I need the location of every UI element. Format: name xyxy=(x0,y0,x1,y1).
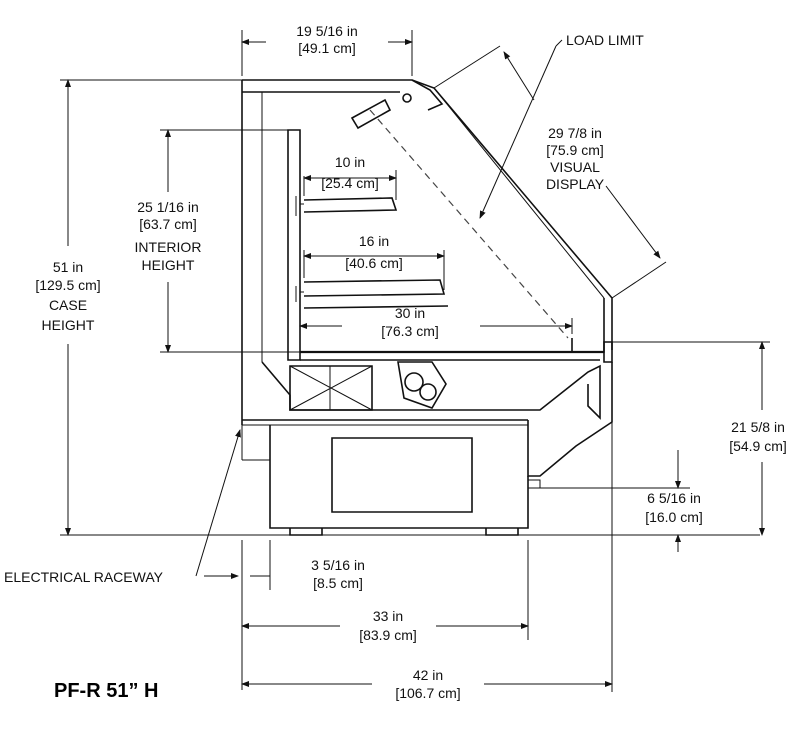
overall-depth-metric: [106.7 cm] xyxy=(395,685,460,701)
dim-case-height xyxy=(60,79,760,536)
case-height-metric: [129.5 cm] xyxy=(35,277,100,293)
overall-depth-imperial: 42 in xyxy=(413,667,443,683)
dim-toe-height xyxy=(540,450,690,552)
shelf-middle-imperial: 16 in xyxy=(359,233,389,249)
toe-height-imperial: 6 5/16 in xyxy=(647,490,701,506)
visual-display-metric: [75.9 cm] xyxy=(546,142,604,158)
deck-metric: [76.3 cm] xyxy=(381,323,439,339)
visual-display-imperial: 29 7/8 in xyxy=(548,125,602,141)
dim-interior-height xyxy=(160,129,300,353)
load-limit-line xyxy=(369,109,569,339)
interior-height-line4: HEIGHT xyxy=(142,257,195,273)
shelves xyxy=(295,196,449,309)
visual-display-line3: VISUAL xyxy=(550,159,600,175)
dim-deck xyxy=(299,318,573,334)
load-limit-label: LOAD LIMIT xyxy=(566,32,644,48)
dim-shelf-middle xyxy=(303,250,445,290)
dim-top-depth xyxy=(241,30,413,76)
case-height-line3: CASE xyxy=(49,297,87,313)
interior-height-line3: INTERIOR xyxy=(135,239,202,255)
interior-height-metric: [63.7 cm] xyxy=(139,216,197,232)
front-height-metric: [54.9 cm] xyxy=(729,438,787,454)
deck-imperial: 30 in xyxy=(395,305,425,321)
toe-height-metric: [16.0 cm] xyxy=(645,509,703,525)
case-height-imperial: 51 in xyxy=(53,259,83,275)
dim-shelf-top xyxy=(303,170,397,200)
dim-base-depth xyxy=(241,540,529,640)
top-depth-metric: [49.1 cm] xyxy=(298,40,356,56)
dim-electrical-raceway xyxy=(195,429,241,579)
shelf-top-imperial: 10 in xyxy=(335,154,365,170)
raceway-offset-metric: [8.5 cm] xyxy=(313,575,363,591)
raceway-offset-imperial: 3 5/16 in xyxy=(311,557,365,573)
base-depth-metric: [83.9 cm] xyxy=(359,627,417,643)
dim-visual-display xyxy=(433,45,667,299)
dim-load-limit xyxy=(479,39,563,219)
case-height-line4: HEIGHT xyxy=(42,317,95,333)
base-depth-imperial: 33 in xyxy=(373,608,403,624)
dim-raceway-offset xyxy=(241,540,271,690)
interior-height-imperial: 25 1/16 in xyxy=(137,199,199,215)
top-depth-imperial: 19 5/16 in xyxy=(296,23,358,39)
dim-overall-depth xyxy=(241,362,613,692)
front-height-imperial: 21 5/8 in xyxy=(731,419,785,435)
electrical-raceway-label: ELECTRICAL RACEWAY xyxy=(4,569,164,585)
dim-front-height xyxy=(612,341,770,536)
shelf-middle-metric: [40.6 cm] xyxy=(345,255,403,271)
case-outline xyxy=(241,79,613,536)
visual-display-line4: DISPLAY xyxy=(546,176,605,192)
model-title: PF-R 51” H xyxy=(54,680,158,702)
shelf-top-metric: [25.4 cm] xyxy=(321,175,379,191)
